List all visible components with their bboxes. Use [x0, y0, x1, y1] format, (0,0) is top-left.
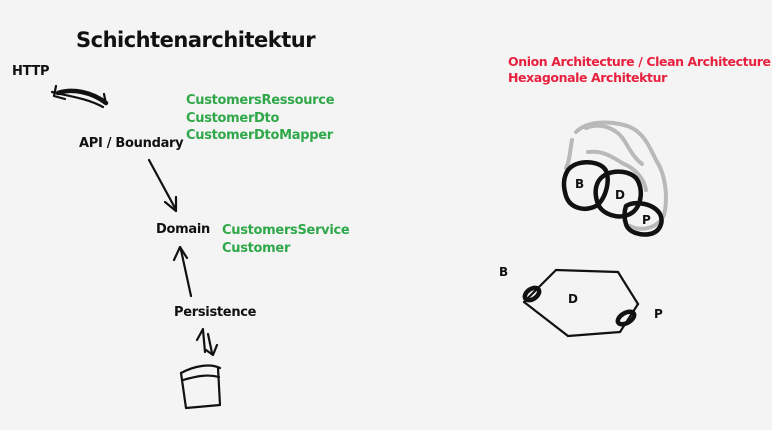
layer-http: HTTP [12, 64, 50, 79]
alt-architecture-list: Onion Architecture / Clean Architecture … [508, 54, 771, 86]
persistence-db-double-arrow [195, 327, 219, 357]
onion-diagram [561, 120, 668, 237]
api-class-item: CustomersRessource [186, 93, 335, 108]
api-to-domain-arrow [147, 158, 178, 213]
page-title: Schichtenarchitektur [76, 28, 316, 52]
hex-label-d: D [568, 292, 578, 306]
layer-persistence: Persistence [174, 305, 257, 320]
api-class-list: CustomersRessource CustomerDto CustomerD… [186, 92, 335, 145]
domain-class-item: CustomersService [222, 223, 350, 238]
hexagon-diagram [522, 268, 640, 338]
alt-architecture-item: Onion Architecture / Clean Architecture [508, 54, 771, 69]
hex-label-b: B [499, 265, 509, 279]
alt-architecture-item: Hexagonale Architektur [508, 70, 667, 85]
http-arrow [50, 84, 109, 109]
onion-label-d: D [615, 188, 625, 202]
api-class-item: CustomerDtoMapper [186, 128, 333, 143]
persistence-to-domain-arrow [172, 245, 193, 298]
database-sketch [179, 364, 222, 410]
onion-label-b: B [575, 177, 585, 191]
domain-class-item: Customer [222, 240, 291, 256]
domain-class-list: CustomersService Customer [222, 222, 350, 257]
layer-api-boundary: API / Boundary [79, 136, 184, 151]
hex-label-p: P [654, 307, 663, 321]
onion-label-p: P [642, 213, 651, 227]
api-class-item: CustomerDto [186, 110, 280, 126]
layer-domain: Domain [156, 222, 210, 237]
